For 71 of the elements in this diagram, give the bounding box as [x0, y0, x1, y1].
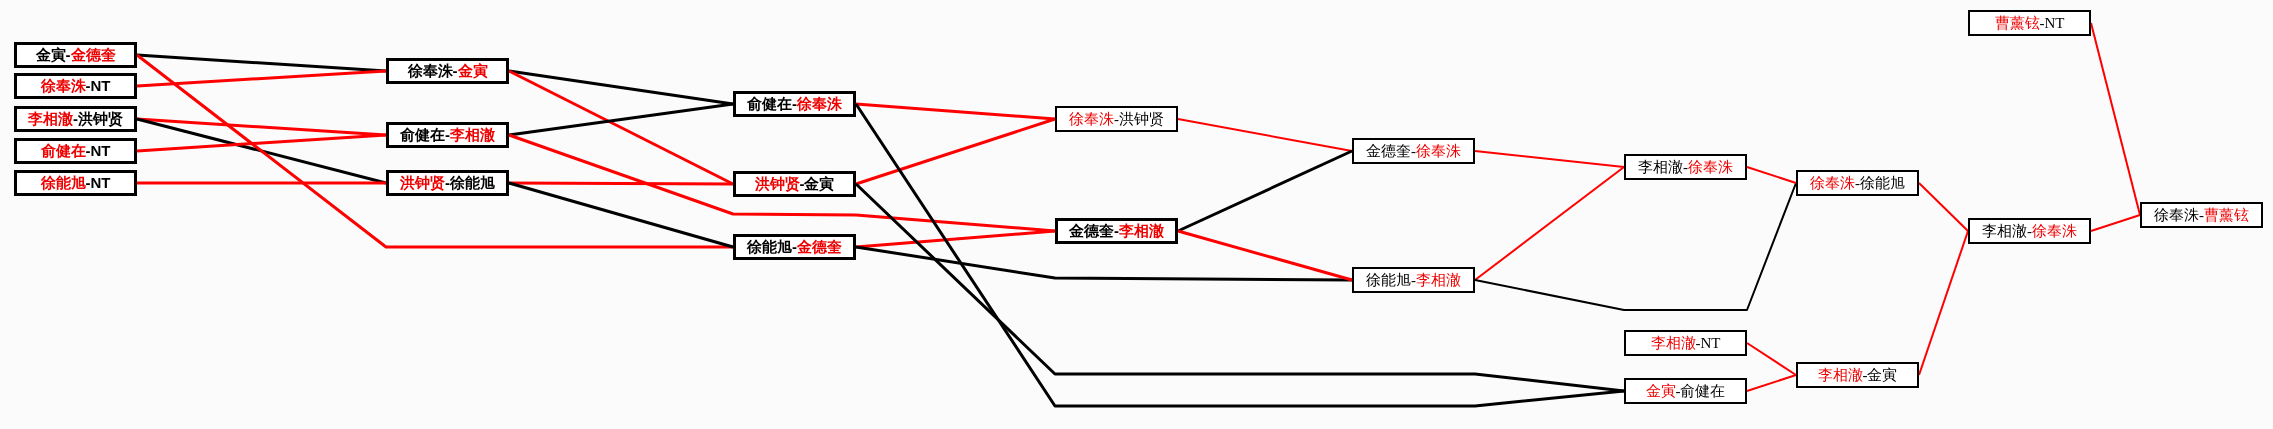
match-result: 李相澈-徐奉洙: [1638, 158, 1733, 176]
match-box: [1624, 154, 1747, 180]
bracket-line: [1177, 149, 1353, 233]
match-result: 徐奉洙-徐能旭: [1810, 174, 1905, 192]
match-box: [1055, 218, 1178, 244]
match-box: [14, 170, 137, 196]
match-box: [733, 171, 856, 197]
bracket-line: [136, 133, 387, 153]
bracket-line: [508, 133, 1056, 233]
match-box: [1968, 10, 2091, 36]
match-box: [14, 73, 137, 99]
bracket-line: [1474, 150, 1625, 168]
bracket-line: [508, 181, 734, 249]
match-result: 俞健在-NT: [40, 142, 111, 160]
match-box: [733, 91, 856, 117]
match-result: 李相澈-金寅: [1817, 366, 1898, 384]
match-box: [386, 58, 509, 84]
match-box: [1352, 138, 1475, 164]
bracket-line: [136, 53, 387, 73]
match-box: [1352, 267, 1475, 293]
bracket-line: [1746, 166, 1797, 184]
match-result: 俞健在-徐奉洙: [747, 95, 842, 113]
match-result: 曹薰铉-NT: [1994, 14, 2065, 32]
bracket-line: [854, 103, 1625, 408]
bracket-line: [136, 53, 733, 249]
bracket-line: [137, 181, 386, 185]
bracket-line: [1746, 374, 1797, 392]
match-result: 徐能旭-NT: [40, 174, 111, 192]
bracket-line: [136, 117, 387, 185]
match-result: 徐奉洙-NT: [40, 77, 111, 95]
match-box: [1624, 330, 1747, 356]
bracket-line: [855, 117, 1056, 186]
bracket-line: [855, 102, 1056, 121]
bracket-line: [1177, 229, 1353, 282]
bracket-line: [508, 69, 734, 106]
match-result: 徐奉洙-洪钟贤: [1069, 110, 1164, 128]
match-result: 金寅-俞健在: [1645, 382, 1726, 400]
match-result: 徐奉洙-曹薰铉: [2154, 206, 2249, 224]
bracket-line: [855, 229, 1056, 249]
match-box: [733, 234, 856, 260]
match-box: [14, 106, 137, 132]
match-box: [386, 170, 509, 196]
match-box: [1624, 378, 1747, 404]
bracket-line: [1918, 182, 1969, 232]
bracket-line: [1474, 182, 1797, 311]
bracket-line: [136, 69, 387, 88]
match-box: [14, 138, 137, 164]
bracket-line: [508, 102, 734, 137]
bracket-line: [2090, 214, 2141, 232]
match-box: [1968, 218, 2091, 244]
match-result: 金德奎-徐奉洙: [1366, 142, 1461, 160]
match-result: 李相澈-NT: [1650, 334, 1721, 352]
match-result: 徐能旭-金德奎: [747, 238, 842, 256]
bracket-line: [1746, 342, 1797, 376]
match-result: 李相澈-徐奉洙: [1982, 222, 2077, 240]
match-box: [14, 42, 137, 68]
bracket-line: [854, 182, 1625, 393]
match-box: [386, 122, 509, 148]
match-box: [1055, 106, 1178, 132]
match-result: 金德奎-李相澈: [1069, 222, 1164, 240]
match-box: [1796, 362, 1919, 388]
match-result: 徐奉洙-金寅: [407, 62, 488, 80]
match-result: 金寅-金德奎: [35, 46, 116, 64]
match-result: 徐能旭-李相澈: [1366, 271, 1461, 289]
match-result: 俞健在-李相澈: [400, 126, 495, 144]
match-result: 李相澈-洪钟贤: [28, 110, 123, 128]
match-box: [1796, 170, 1919, 196]
match-result: 洪钟贤-金寅: [754, 175, 835, 193]
match-box: [2140, 202, 2263, 228]
match-result: 洪钟贤-徐能旭: [400, 174, 495, 192]
bracket-line: [1474, 166, 1625, 281]
